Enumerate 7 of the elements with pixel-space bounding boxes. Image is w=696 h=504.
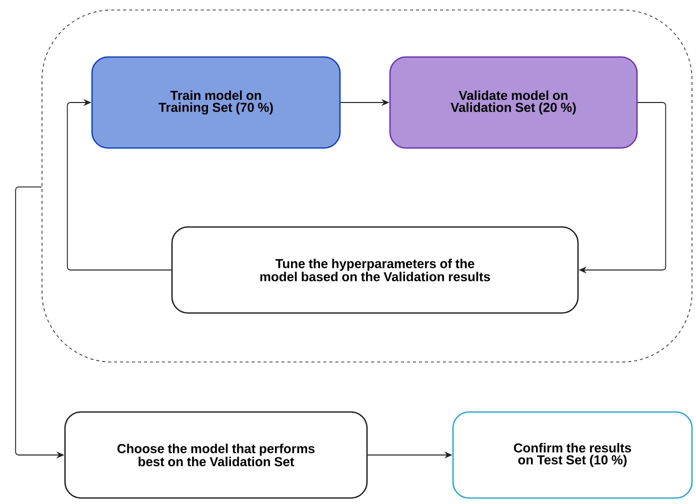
- process-box: Train model on Training Set (70 %): [91, 56, 341, 149]
- dashed-group-box: [42, 10, 692, 362]
- process-box: Validate model on Validation Set (20 %): [389, 56, 638, 149]
- process-box: Tune the hyperparameters of the model based on the Validation results: [171, 226, 579, 314]
- arrow: [66, 98, 172, 270]
- process-box: Confirm the results on Test Set (10 %): [452, 411, 693, 499]
- process-box: Choose the model that performs best on the Validation Set: [64, 411, 368, 499]
